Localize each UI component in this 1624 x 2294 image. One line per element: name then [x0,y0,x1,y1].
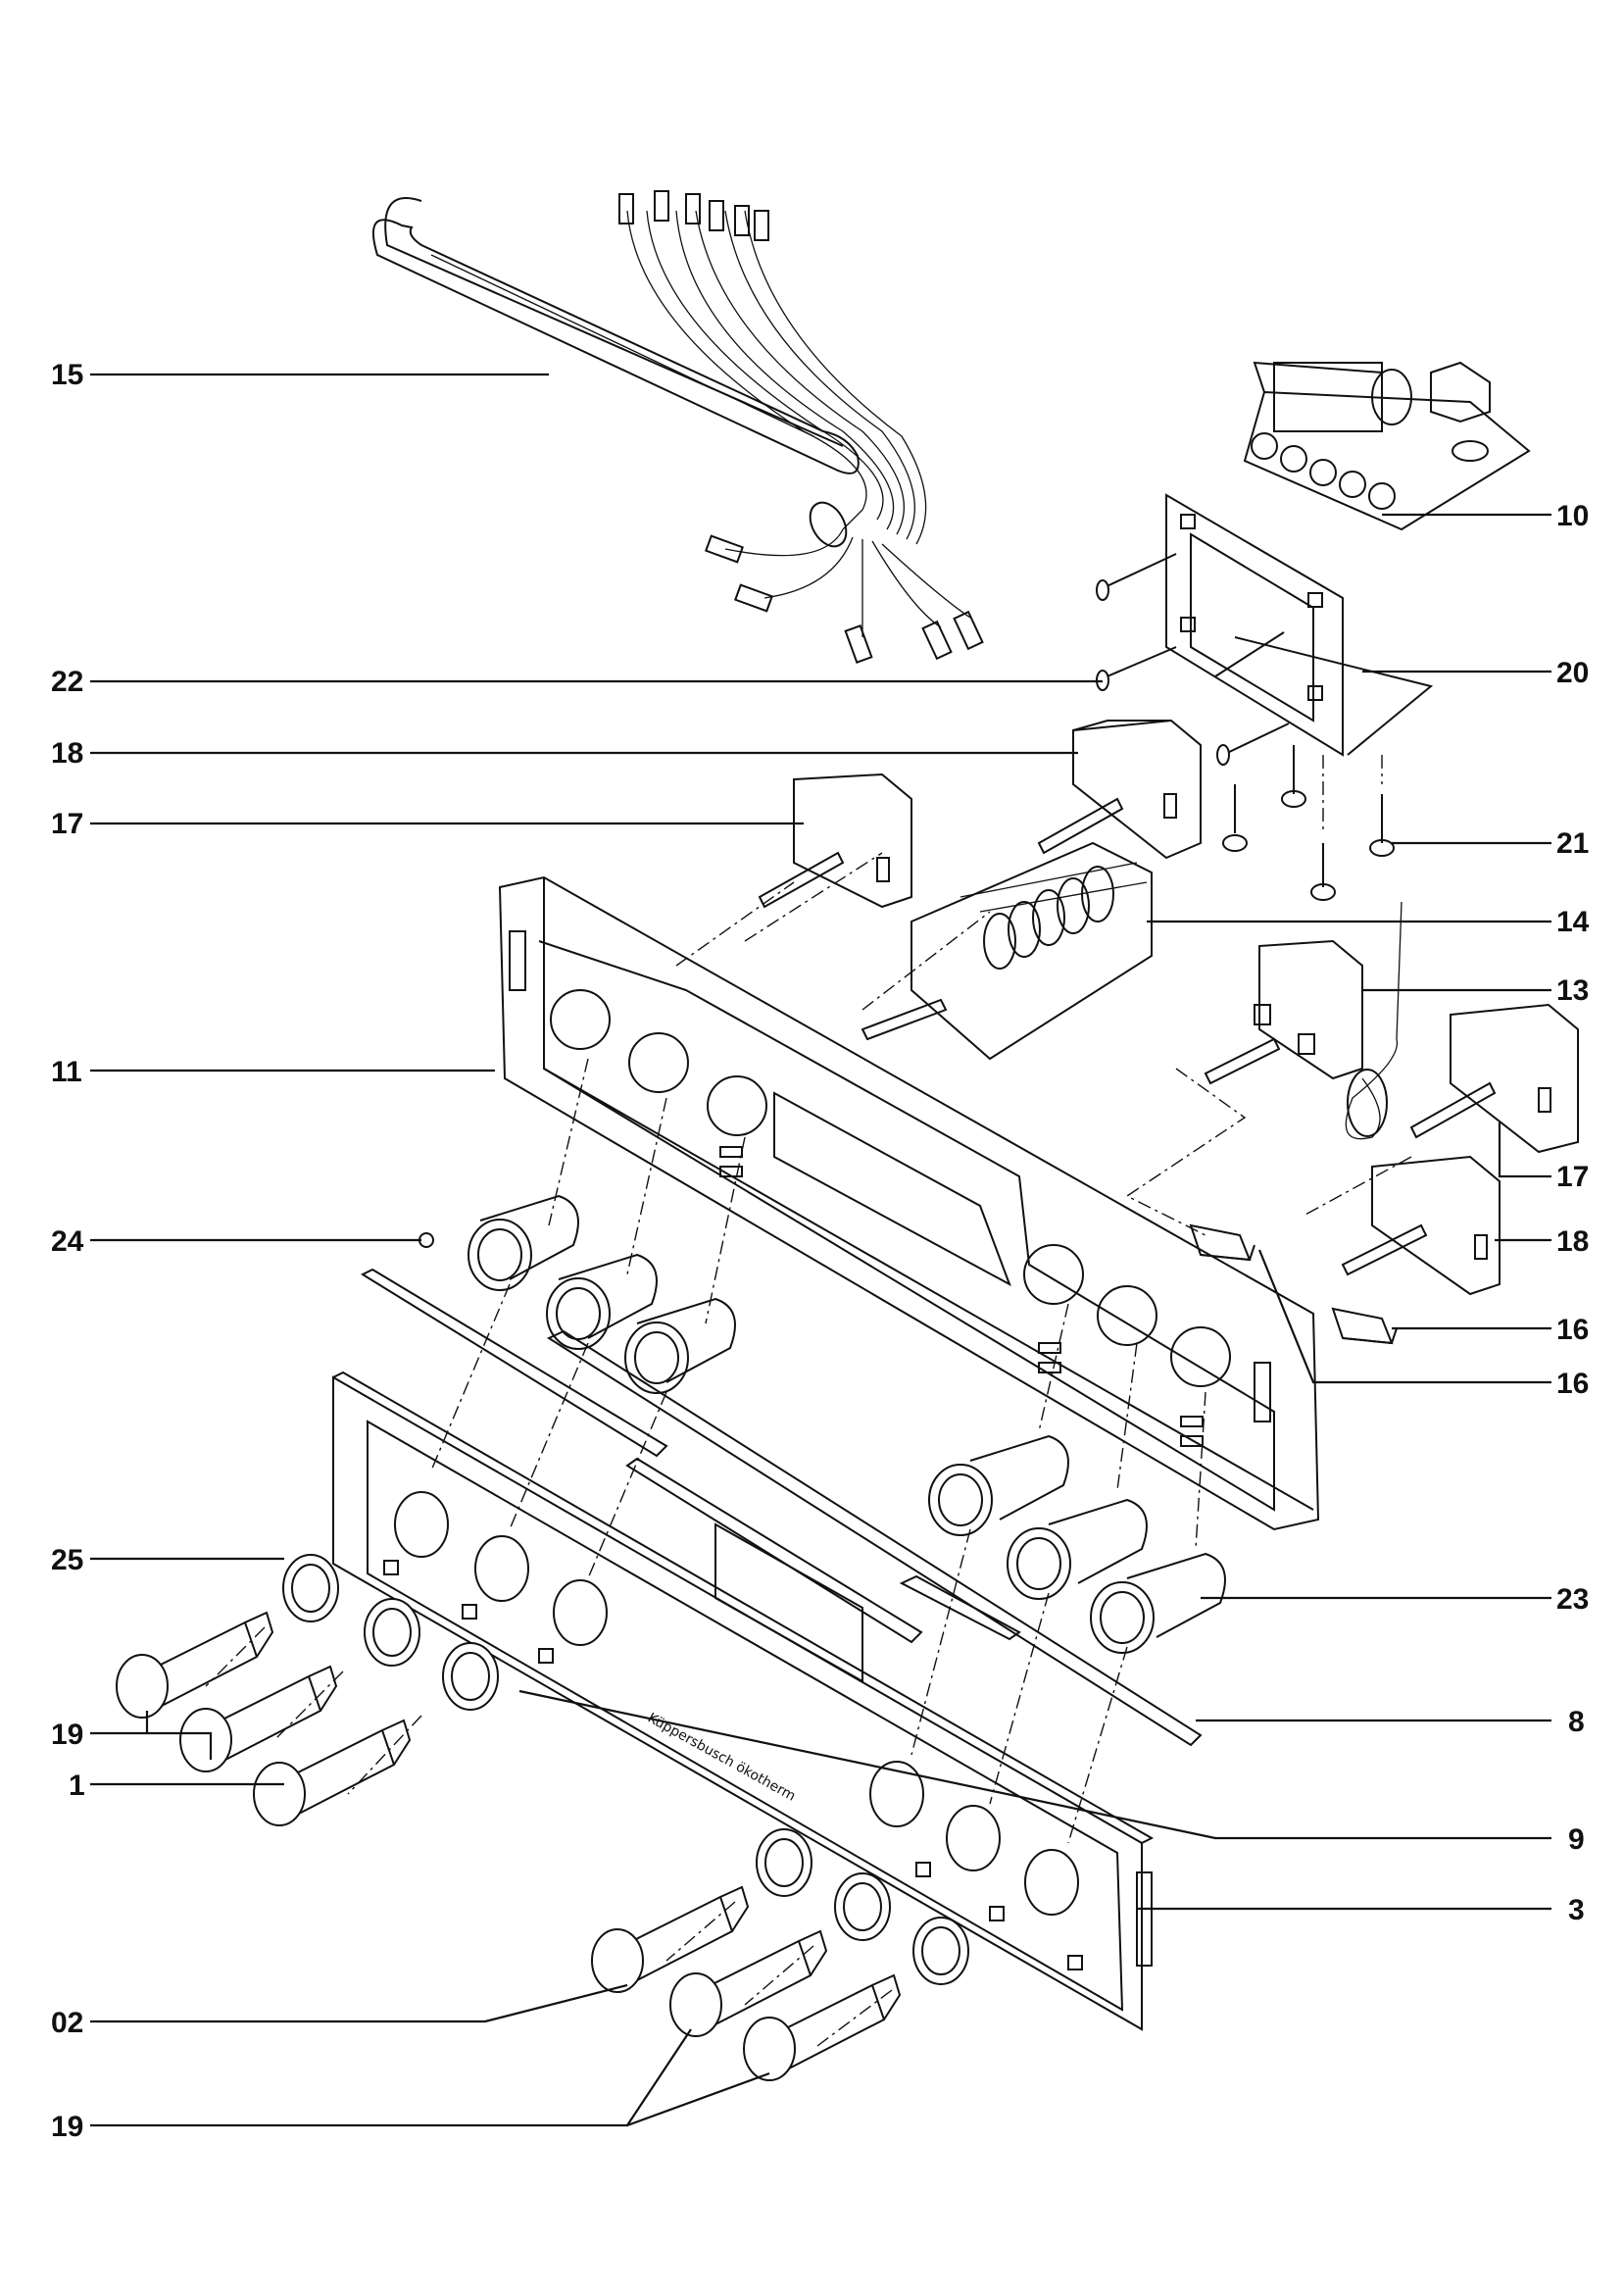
callout-9: 9 [1568,1823,1585,1856]
callout-labels: 15 10 22 20 18 17 21 14 13 11 17 24 18 1… [51,359,1590,2143]
switch-18-upper-part [1037,719,1202,860]
callout-13: 13 [1556,974,1589,1007]
callout-17-lower: 17 [1556,1161,1589,1193]
callout-11: 11 [51,1056,82,1088]
mounting-bracket-part [1096,493,1434,901]
control-knobs-part [116,1611,902,2081]
rocker-switch-upper-part [1189,1223,1255,1262]
callout-18-lower: 18 [1556,1225,1589,1258]
lamp-holder-set-left [418,1194,736,1394]
knob-bezels-part [282,1554,969,1985]
rocker-switch-lower-part [1331,1307,1398,1345]
callout-8: 8 [1568,1706,1585,1738]
callout-17-upper: 17 [51,808,83,840]
callout-1: 1 [69,1770,85,1802]
callout-10: 10 [1556,500,1589,532]
heating-element-part [372,190,984,664]
callout-02: 02 [51,2007,83,2039]
callout-21: 21 [1556,827,1589,860]
switch-17-upper-part [758,773,912,909]
callout-24: 24 [51,1225,84,1258]
callout-23: 23 [1556,1583,1589,1616]
callout-16-upper: 16 [1556,1314,1589,1346]
panel-frame-part [498,875,1320,1531]
callout-16-lower: 16 [1556,1368,1589,1400]
callout-19-upper: 19 [51,1719,83,1751]
thermostat-part [1204,901,1403,1140]
switch-17-lower-part [1409,1003,1579,1154]
callout-18-upper: 18 [51,737,83,770]
callout-20: 20 [1556,657,1589,689]
control-board-part [1243,361,1531,531]
switch-18-lower-part [1341,1155,1501,1296]
leader-lines [90,373,1551,2127]
callout-22: 22 [51,666,83,698]
callout-25: 25 [51,1544,83,1576]
lamp-holder-set-right [928,1434,1226,1654]
trim-strips-part [360,1268,1203,1747]
callout-3: 3 [1568,1894,1585,1926]
cam-switch-part [861,841,1153,1061]
alignment-lines [205,852,1412,2050]
callout-15: 15 [51,359,83,391]
callout-14: 14 [1556,906,1590,938]
callout-19-lower: 19 [51,2111,83,2143]
